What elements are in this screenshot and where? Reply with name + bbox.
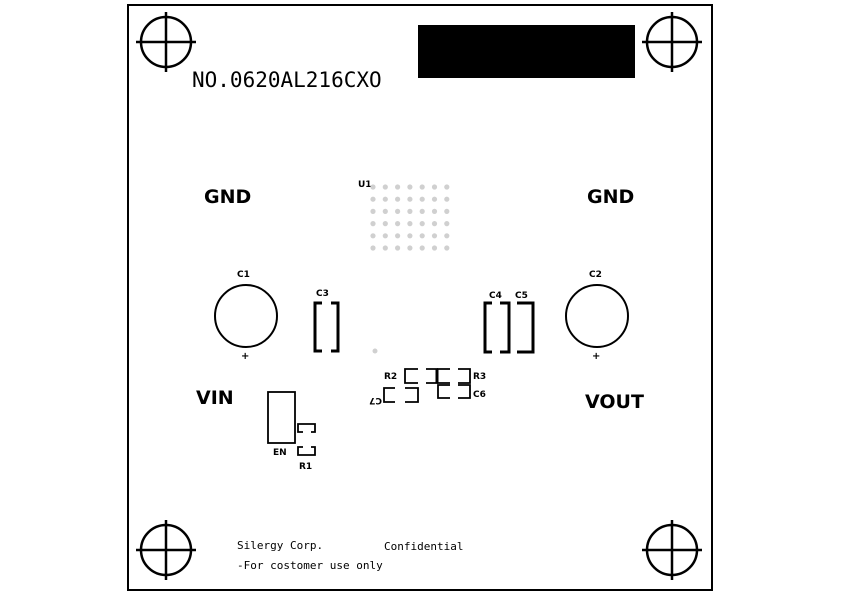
- c3-label: C3: [316, 289, 329, 299]
- u1-pad-grid: [370, 184, 450, 251]
- c3-footprint: [313, 301, 340, 353]
- net-label-vin: VIN: [196, 387, 234, 409]
- bga-pad: [382, 245, 388, 251]
- en-header-outline: [267, 391, 296, 444]
- bga-pad: [419, 233, 425, 239]
- u1-label: U1: [358, 180, 372, 190]
- bga-pad: [444, 184, 450, 190]
- net-label-vout: VOUT: [585, 391, 644, 413]
- bga-pad: [431, 208, 438, 214]
- c4-c5-footprint: [483, 301, 535, 354]
- bga-pad: [395, 196, 401, 202]
- r1-label: R1: [299, 462, 312, 472]
- mounting-holes: [136, 12, 702, 580]
- bga-pad: [419, 184, 425, 190]
- c2-outline: [565, 284, 629, 348]
- pin1-dot: [372, 348, 378, 354]
- c1-polarity: +: [241, 351, 249, 362]
- bga-pad: [407, 184, 413, 190]
- bga-pad: [444, 221, 450, 227]
- bga-pad: [370, 221, 376, 227]
- c6-footprint: [437, 384, 471, 399]
- bga-pad: [395, 233, 401, 239]
- r2-footprint: [404, 368, 438, 384]
- mounting-hole-icon: [136, 12, 196, 72]
- board-outline: [127, 4, 713, 591]
- c6-label: C6: [473, 390, 486, 400]
- bga-pad: [407, 196, 413, 202]
- bga-pad: [431, 233, 438, 239]
- bga-pad: [444, 196, 450, 202]
- c7-label: C7: [369, 395, 382, 405]
- bga-pad: [370, 184, 376, 190]
- r3-label: R3: [473, 372, 486, 382]
- bga-pad: [370, 233, 376, 239]
- bga-pad: [395, 184, 401, 190]
- label-block: [418, 25, 635, 78]
- bga-pad: [382, 196, 388, 202]
- bga-pad: [395, 208, 401, 214]
- bga-pad: [431, 196, 438, 202]
- c7-footprint: [383, 387, 419, 403]
- en-label: EN: [273, 448, 287, 458]
- r2-label: R2: [384, 372, 397, 382]
- c4-label: C4: [489, 291, 502, 301]
- c1-outline: [214, 284, 278, 348]
- bga-pad: [431, 184, 438, 190]
- bga-pad: [431, 221, 438, 227]
- bga-pad: [382, 184, 388, 190]
- bga-pad: [370, 208, 376, 214]
- bga-pad: [407, 221, 413, 227]
- bga-pad: [419, 245, 425, 251]
- bga-pad: [407, 245, 413, 251]
- mounting-hole-icon: [642, 12, 702, 72]
- bga-pad: [444, 245, 450, 251]
- bga-pad: [370, 245, 376, 251]
- footer-company: Silergy Corp.: [237, 539, 323, 552]
- net-label-gnd-left: GND: [204, 186, 251, 208]
- c2-polarity: +: [592, 351, 600, 362]
- mounting-hole-icon: [136, 520, 196, 580]
- c1-label: C1: [237, 270, 250, 280]
- net-label-gnd-right: GND: [587, 186, 634, 208]
- bga-pad: [370, 196, 376, 202]
- r3-footprint: [437, 368, 471, 384]
- part-number: NO.0620AL216CXO: [192, 68, 382, 92]
- c2-label: C2: [589, 270, 602, 280]
- r1-footprint: [297, 423, 316, 456]
- bga-pad: [395, 245, 401, 251]
- bga-pad: [419, 208, 425, 214]
- bga-pad: [382, 208, 388, 214]
- bga-pad: [382, 233, 388, 239]
- bga-pad: [382, 221, 388, 227]
- footer-confidential: Confidential: [384, 540, 463, 553]
- footer-usage-note: -For costomer use only: [237, 559, 383, 572]
- bga-pad: [419, 221, 425, 227]
- bga-pad: [395, 221, 401, 227]
- bga-pad: [431, 245, 438, 251]
- mounting-hole-icon: [642, 520, 702, 580]
- bga-pad: [419, 196, 425, 202]
- bga-pad: [444, 208, 450, 214]
- bga-pad: [407, 208, 413, 214]
- bga-pad: [407, 233, 413, 239]
- c5-label: C5: [515, 291, 528, 301]
- bga-pad: [444, 233, 450, 239]
